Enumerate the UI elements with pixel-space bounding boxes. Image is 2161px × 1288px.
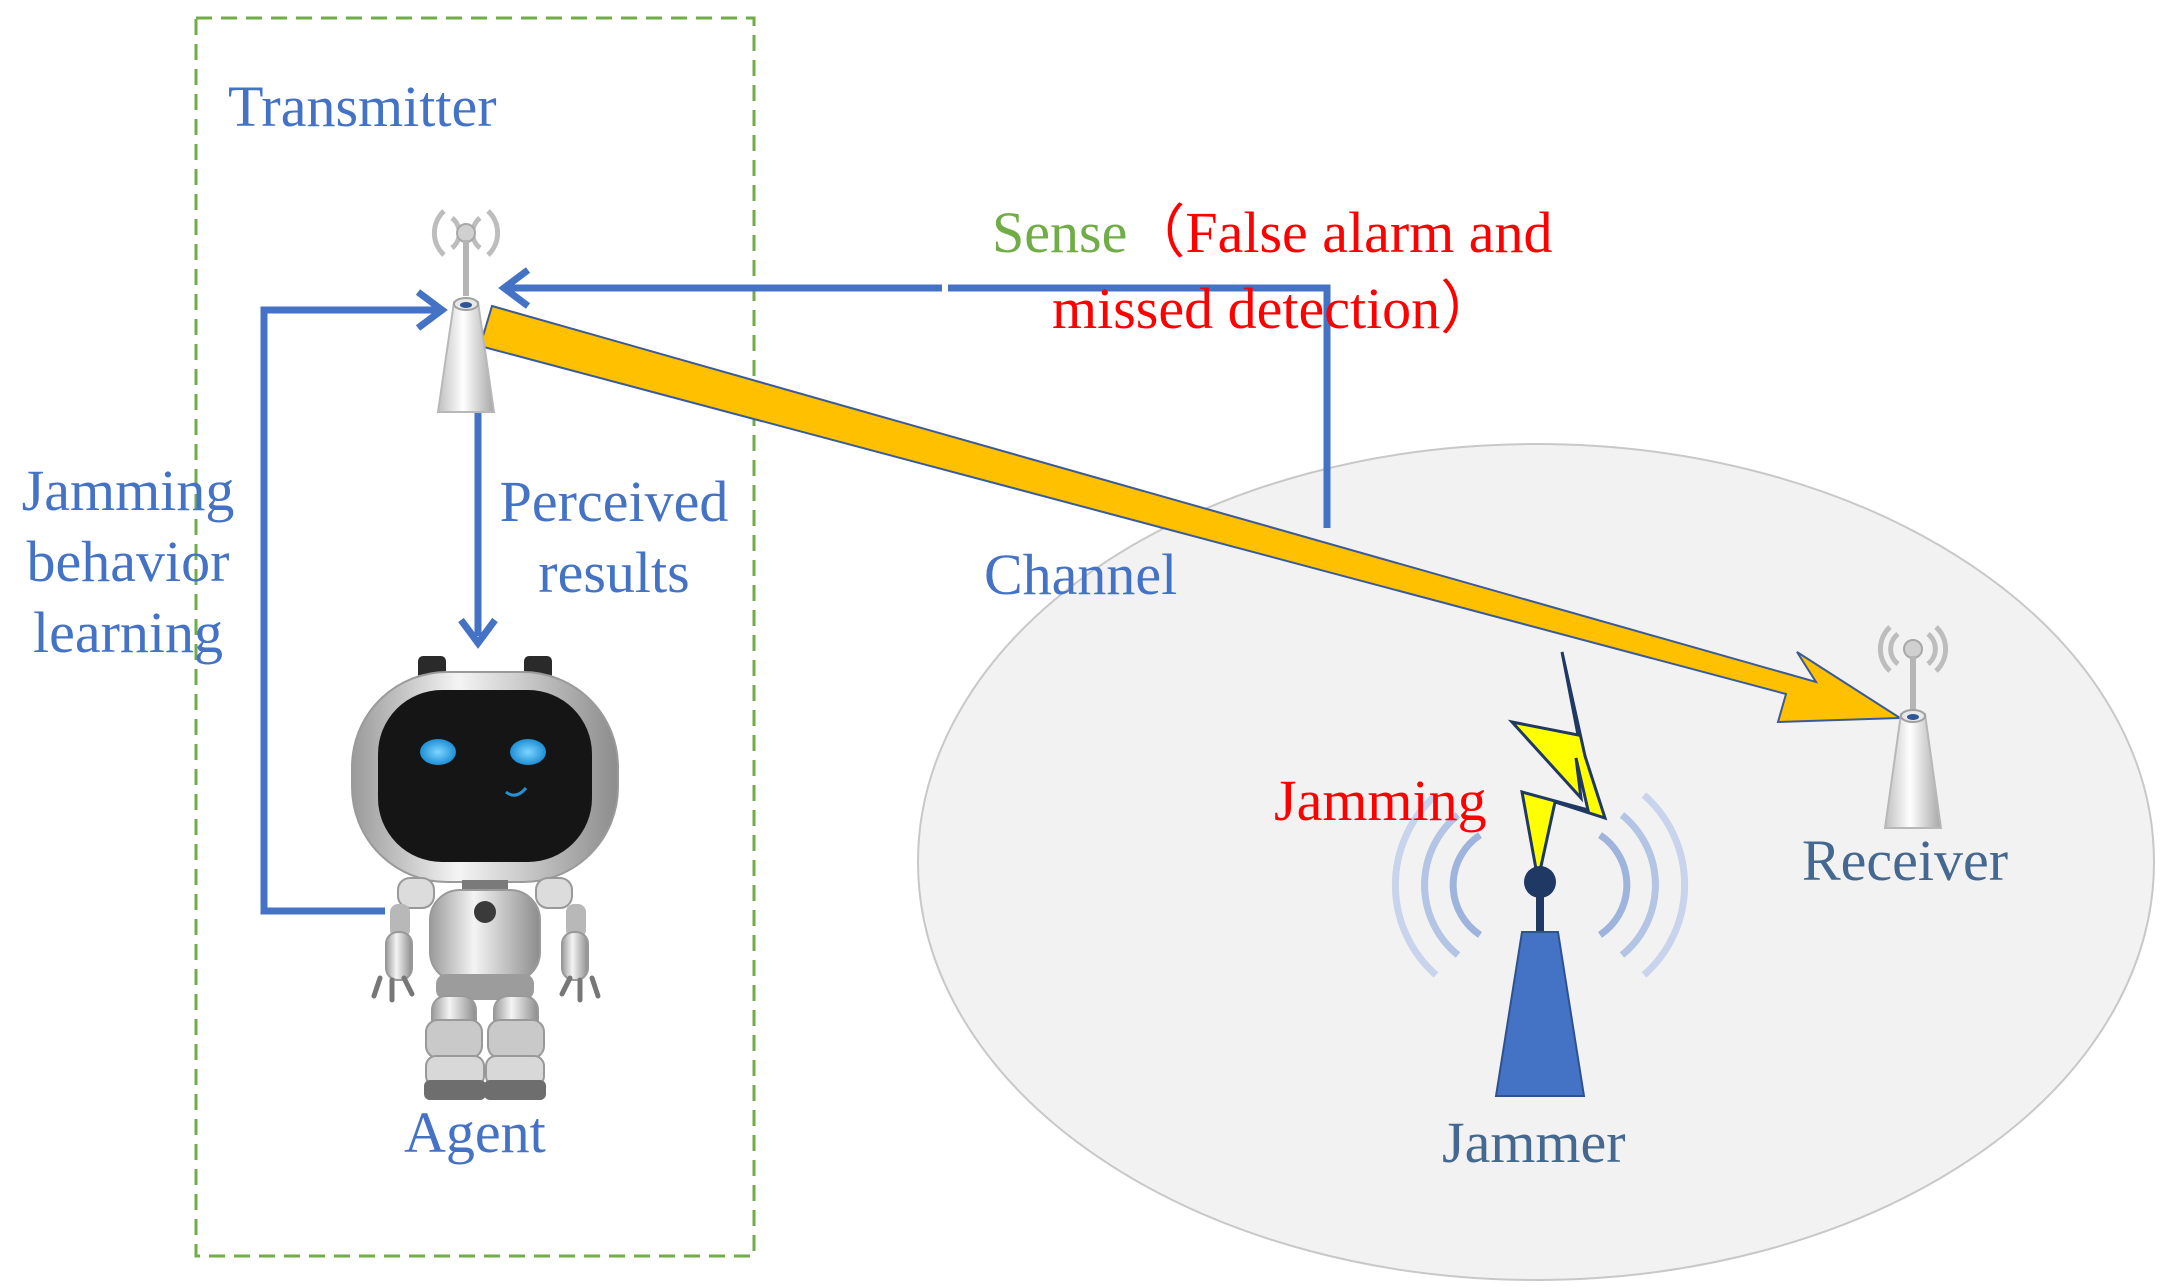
- transmitter-router-icon: [431, 209, 501, 413]
- perceived-results-arrowhead: [458, 617, 498, 649]
- jamming-behavior-learning-line-2: behavior: [26, 529, 230, 594]
- perceived-results-line-1: Perceived: [499, 469, 729, 534]
- sense-feedback-arrowhead: [498, 267, 531, 309]
- receiver-label: Receiver: [1802, 828, 2009, 893]
- learning-loop-arrowhead: [415, 289, 448, 331]
- sense-detail-line-2: missed detection）: [1052, 276, 1499, 341]
- jamming-behavior-learning-label: Jamming behavior learning: [10, 455, 246, 668]
- receiver-router-icon: [1877, 625, 1949, 829]
- agent-robot-icon: [351, 656, 619, 1100]
- perceived-results-line-2: results: [538, 540, 690, 605]
- jamming-bolt-icon: [1507, 651, 1608, 881]
- agent-label: Agent: [404, 1100, 546, 1165]
- channel-label: Channel: [984, 542, 1178, 607]
- sense-label: Sense（False alarm and: [992, 198, 1553, 269]
- transmitter-box: [194, 16, 756, 1258]
- sense-line-gap: [942, 280, 948, 296]
- transmitter-label: Transmitter: [228, 74, 497, 139]
- jammer-tower-icon: [1391, 792, 1689, 1097]
- sense-feedback-arrow: [510, 284, 1331, 528]
- perceived-results-label: Perceived results: [488, 466, 740, 608]
- jamming-behavior-learning-line-3: learning: [32, 600, 224, 665]
- learning-loop-arrow: [260, 306, 438, 915]
- sense-detail-line-1: （False alarm and: [1127, 200, 1553, 265]
- sense-text: Sense: [992, 200, 1128, 265]
- channel-arrow: [478, 304, 1904, 724]
- jamming-behavior-learning-line-1: Jamming: [21, 458, 235, 523]
- jammer-label: Jammer: [1442, 1110, 1626, 1175]
- jamming-label: Jamming: [1274, 768, 1487, 833]
